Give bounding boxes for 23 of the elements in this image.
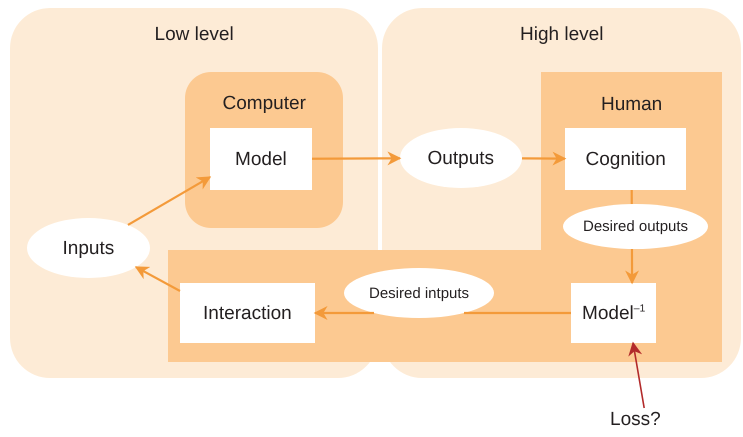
- box-label: Model$^{–1}$: [582, 304, 646, 322]
- arrow: [134, 266, 181, 292]
- arrow: [312, 151, 402, 166]
- loss-label: Loss?: [610, 410, 661, 429]
- ellipse-label: Inputs: [62, 238, 114, 258]
- group-panel: [185, 72, 343, 228]
- ellipse-label: Desired outputs: [583, 219, 688, 234]
- arrow: [314, 306, 374, 320]
- group-title: Computer: [222, 94, 306, 113]
- process-box: [210, 128, 312, 190]
- group-title: Human: [601, 95, 662, 114]
- process-box: [565, 128, 686, 190]
- arrow: [628, 342, 645, 408]
- ellipse-label: Desired intputs: [369, 286, 470, 300]
- group-title: Low level: [154, 25, 234, 44]
- box-label: Interaction: [203, 304, 292, 322]
- box-label: Cognition: [586, 150, 666, 168]
- arrow: [522, 152, 566, 166]
- group-title: High level: [520, 25, 604, 44]
- arrow: [625, 248, 640, 284]
- box-label: Model: [235, 150, 287, 168]
- ellipse-label: Outputs: [428, 148, 494, 168]
- arrow: [127, 176, 212, 226]
